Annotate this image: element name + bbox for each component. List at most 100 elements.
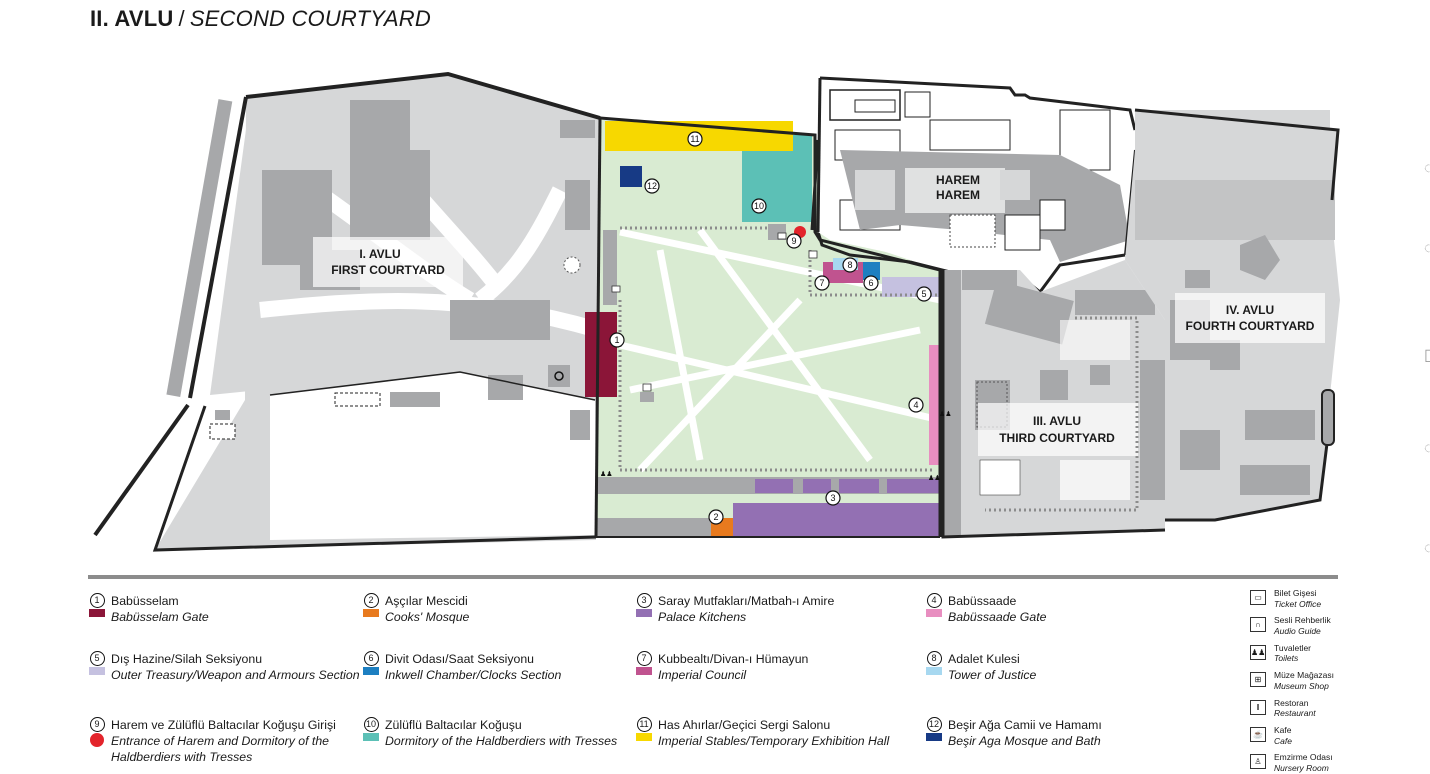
third-courtyard-area bbox=[941, 149, 1166, 539]
palace-map: I. AVLU FIRST COURTYARD HAREM HAREM III.… bbox=[93, 71, 1340, 552]
legend-name-english: Imperial Council bbox=[658, 668, 747, 682]
facility-name-english: Toilets bbox=[1274, 653, 1299, 664]
legend-name-turkish: Divit Odası/Saat Seksiyonu bbox=[385, 652, 534, 666]
facility-name-english: Cafe bbox=[1274, 735, 1292, 746]
facility-name-english: Nursery Room bbox=[1274, 762, 1329, 773]
legend-name-english: Dormitory of the Haldberdiers with Tress… bbox=[385, 734, 618, 748]
legend-color-swatch bbox=[363, 667, 379, 675]
legend-number: 10 bbox=[363, 717, 379, 732]
legend-name-english-cont: Haldberdiers with Tresses bbox=[111, 750, 253, 764]
page-title: II. AVLU/SECOND COURTYARD bbox=[90, 6, 431, 32]
toilets-icon: ♟♟ bbox=[939, 410, 952, 418]
legend-name-turkish: Adalet Kulesi bbox=[948, 652, 1020, 666]
legend-name-turkish: Dış Hazine/Silah Seksiyonu bbox=[111, 652, 263, 666]
facility-name-english: Ticket Office bbox=[1274, 598, 1322, 609]
legend-name-english: Babüsselam Gate bbox=[111, 610, 209, 624]
audio-guide-icon: ∩ bbox=[1250, 617, 1266, 633]
legend-marker: 9 bbox=[88, 717, 106, 747]
legend-name-english: Babüssaade Gate bbox=[948, 610, 1047, 624]
legend-name-turkish: Harem ve Zülüflü Baltacılar Koğuşu Giriş… bbox=[111, 718, 336, 732]
svg-text:6: 6 bbox=[868, 278, 873, 288]
title-separator: / bbox=[178, 6, 185, 31]
map-marker-12: 12 bbox=[644, 178, 660, 194]
svg-text:1: 1 bbox=[614, 335, 619, 345]
edge-glyph: ◌ bbox=[1424, 240, 1430, 257]
legend-color-swatch bbox=[636, 733, 652, 741]
title-italic: SECOND COURTYARD bbox=[189, 6, 431, 31]
third-courtyard-label-en: THIRD COURTYARD bbox=[999, 431, 1115, 445]
legend-marker: 8 bbox=[925, 651, 943, 675]
toilets-icon: ♟♟ bbox=[928, 474, 941, 482]
fourth-courtyard-label-tr: IV. AVLU bbox=[1226, 303, 1274, 317]
legend-name-english: Imperial Stables/Temporary Exhibition Ha… bbox=[658, 734, 890, 748]
legend-item-9: 9 Harem ve Zülüflü Baltacılar Koğuşu Giri… bbox=[88, 717, 336, 765]
legend-number: 8 bbox=[926, 651, 942, 666]
facility-name-turkish: Kafe bbox=[1274, 725, 1292, 735]
legend-name-turkish: Babüssaade bbox=[948, 594, 1017, 608]
legend-name-turkish: Saray Mutfakları/Matbah-ı Amire bbox=[658, 594, 835, 608]
legend-name-turkish: Kubbealtı/Divan-ı Hümayun bbox=[658, 652, 809, 666]
toilets-icon: ♟♟ bbox=[1250, 644, 1266, 660]
facility-name-turkish: Emzirme Odası bbox=[1274, 752, 1333, 763]
edge-glyph: ◌ bbox=[1424, 440, 1430, 457]
facility-name-english: Museum Shop bbox=[1274, 680, 1329, 691]
legend-marker: 2 bbox=[362, 593, 380, 617]
legend-name-turkish: Has Ahırlar/Geçici Sergi Salonu bbox=[658, 718, 831, 732]
facility-name-turkish: Restoran bbox=[1274, 697, 1309, 708]
svg-text:3: 3 bbox=[830, 493, 835, 503]
legend-marker: 3 bbox=[635, 593, 653, 617]
harem-label-en: HAREM bbox=[936, 188, 980, 202]
legend-number: 6 bbox=[363, 651, 379, 666]
map-marker-3: 3 bbox=[825, 490, 841, 506]
map-marker-2: 2 bbox=[708, 509, 724, 525]
svg-text:7: 7 bbox=[819, 278, 824, 288]
fourth-courtyard-label-en: FOURTH COURTYARD bbox=[1186, 319, 1315, 333]
legend-marker: 10 bbox=[362, 717, 380, 741]
first-courtyard-label-tr: I. AVLU bbox=[359, 247, 400, 261]
legend-number: 4 bbox=[926, 593, 942, 608]
svg-text:11: 11 bbox=[690, 134, 699, 144]
legend-color-swatch bbox=[363, 733, 379, 741]
palace-kitchens-marker bbox=[733, 503, 940, 537]
legend-name-english: Cooks' Mosque bbox=[385, 610, 470, 624]
title-bold: II. AVLU bbox=[90, 6, 174, 31]
legend-color-swatch bbox=[926, 733, 942, 741]
besir-aga-marker bbox=[620, 166, 642, 187]
fourth-courtyard-area bbox=[1125, 108, 1340, 522]
museum-shop-icon: ⊞ bbox=[1250, 672, 1266, 688]
legend-marker: 11 bbox=[635, 717, 653, 741]
legend-marker: 1 bbox=[88, 593, 106, 617]
legend-color-swatch bbox=[926, 667, 942, 675]
cafe-icon: ☕ bbox=[1250, 727, 1266, 742]
legend-number: 12 bbox=[926, 717, 942, 732]
edge-glyph: ◌ bbox=[1424, 160, 1430, 177]
facility-name-turkish: Müze Mağazası bbox=[1274, 670, 1334, 681]
legend-marker: 6 bbox=[362, 651, 380, 675]
third-courtyard-label-tr: III. AVLU bbox=[1033, 414, 1081, 428]
toilets-icon: ♟♟ bbox=[600, 470, 613, 478]
svg-text:12: 12 bbox=[647, 181, 657, 191]
legend-number: 2 bbox=[363, 593, 379, 608]
legend-name-turkish: Aşçılar Mescidi bbox=[385, 594, 468, 608]
facility-name-english: Audio Guide bbox=[1274, 625, 1321, 636]
legend-name-turkish: Zülüflü Baltacılar Koğuşu bbox=[385, 718, 522, 732]
legend-marker: 12 bbox=[925, 717, 943, 741]
svg-text:9: 9 bbox=[791, 236, 796, 246]
map-marker-10: 10 bbox=[751, 198, 767, 214]
legend-name-english: Entrance of Harem and Dormitory of the bbox=[111, 734, 330, 748]
map-marker-7: 7 bbox=[814, 275, 830, 291]
second-courtyard-area bbox=[585, 116, 944, 538]
